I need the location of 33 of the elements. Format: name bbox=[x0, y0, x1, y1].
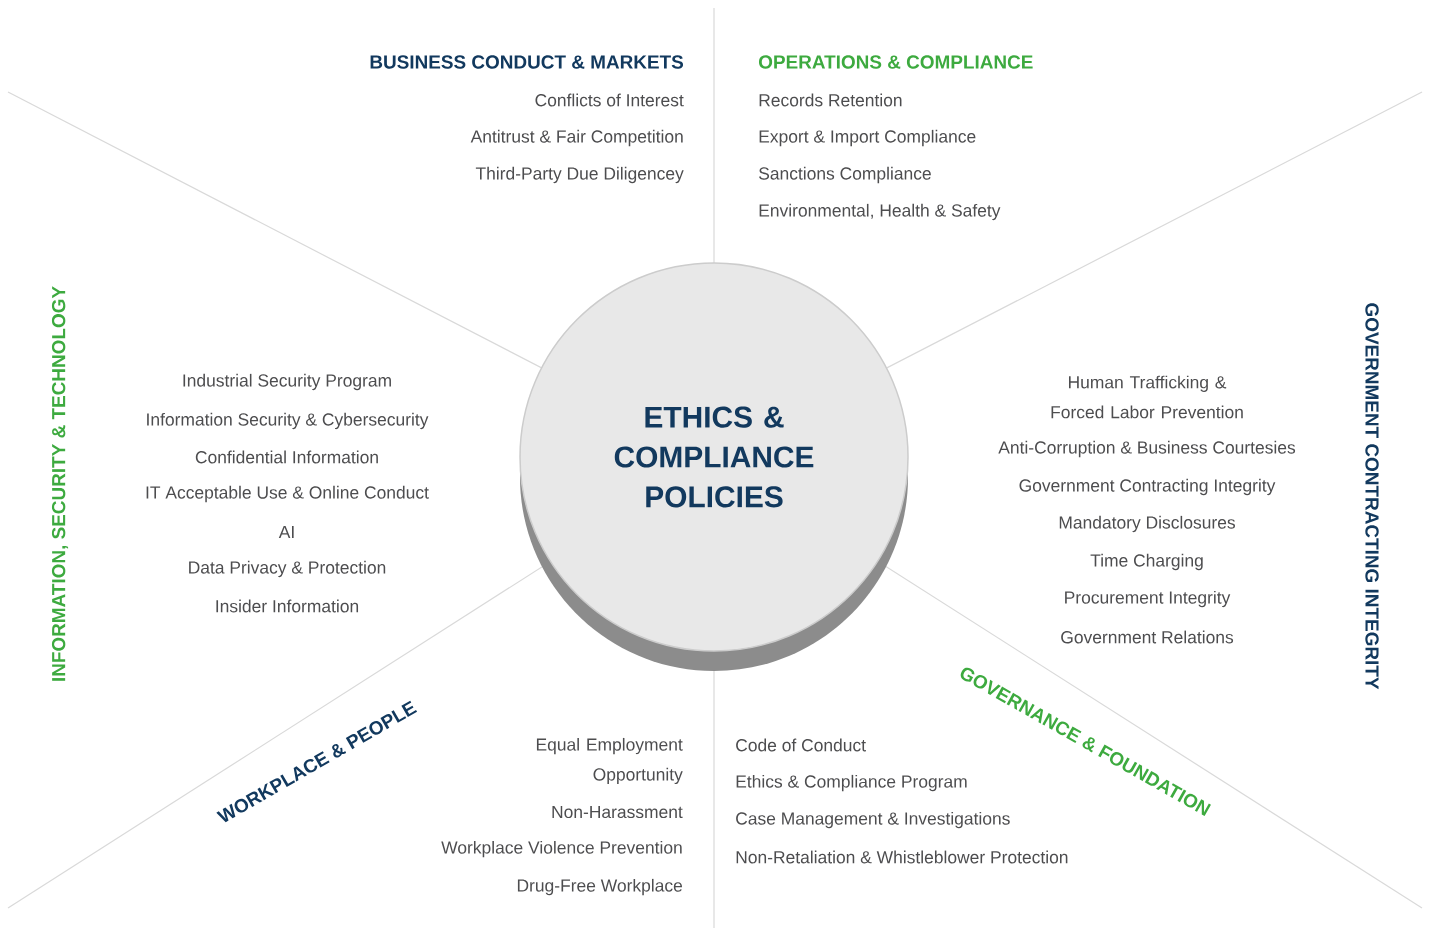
policy-item: Conflicts of Interest bbox=[535, 93, 684, 107]
policy-item: Case Management & Investigations bbox=[736, 811, 1010, 829]
policy-item: Code of Conduct bbox=[736, 738, 866, 752]
policy-item: Records Retention bbox=[759, 93, 902, 107]
policy-item: AI bbox=[278, 526, 294, 538]
policy-item: Government Contracting Integrity bbox=[1019, 478, 1276, 496]
policy-item: Export & Import Compliance bbox=[759, 129, 976, 147]
policy-item: IT Acceptable Use & Online Conduct bbox=[146, 485, 429, 503]
policy-item: Procurement Integrity bbox=[1065, 590, 1231, 608]
policy-item: Equal Employment Opportunity bbox=[536, 737, 683, 785]
policy-item: Environmental, Health & Safety bbox=[759, 203, 1001, 221]
policy-item: Data Privacy & Protection bbox=[189, 560, 386, 578]
section-heading: BUSINESS CONDUCT & MARKETS bbox=[370, 55, 683, 69]
policy-item: Government Relations bbox=[1061, 630, 1234, 644]
policy-item: Mandatory Disclosures bbox=[1059, 515, 1235, 533]
policy-item: Non-Harassment bbox=[552, 805, 683, 819]
section-heading: INFORMATION, SECURITY & TECHNOLOGY bbox=[51, 286, 69, 681]
section-heading: GOVERNMENT CONTRACTING INTEGRITY bbox=[1365, 303, 1379, 690]
section-heading: OPERATIONS & COMPLIANCE bbox=[759, 55, 1033, 69]
policy-item: Human Trafficking & Forced Labor Prevention bbox=[1051, 375, 1243, 419]
policy-item: Time Charging bbox=[1090, 553, 1203, 571]
policy-item: Information Security & Cybersecurity bbox=[147, 412, 429, 430]
policy-item: Insider Information bbox=[216, 599, 359, 613]
policy-item: Ethics & Compliance Program bbox=[736, 774, 967, 792]
policy-item: Confidential Information bbox=[195, 450, 378, 464]
policy-item: Third-Party Due Diligencey bbox=[475, 166, 684, 184]
policy-item: Sanctions Compliance bbox=[759, 166, 931, 184]
policy-item: Industrial Security Program bbox=[183, 373, 391, 391]
policy-item: Antitrust & Fair Competition bbox=[470, 129, 683, 147]
policy-item: Workplace Violence Prevention bbox=[441, 840, 682, 858]
policy-item: Anti-Corruption & Business Courtesies bbox=[998, 440, 1296, 458]
policy-item: Drug-Free Workplace bbox=[517, 878, 682, 896]
policy-item: Non-Retaliation & Whistleblower Protection bbox=[736, 850, 1068, 864]
